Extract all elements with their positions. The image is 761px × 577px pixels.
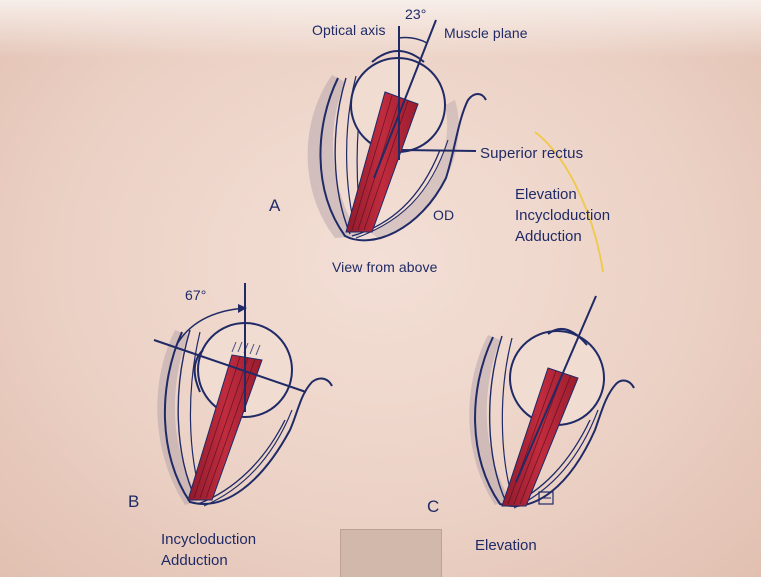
panel-c-letter: C: [427, 498, 439, 516]
superior-rectus-label: Superior rectus: [480, 146, 583, 162]
panel-a-angle-arc: [399, 38, 427, 43]
panel-a-action: Elevation: [515, 184, 610, 205]
panel-b-action: Incycloduction: [161, 529, 256, 550]
eye-label: OD: [433, 207, 454, 223]
panel-b-letter: B: [128, 493, 139, 511]
panel-b-illustration: [154, 283, 332, 506]
panel-c-illustration: [469, 296, 634, 508]
panel-a-action: Adduction: [515, 226, 610, 247]
panel-a-angle-label: 23°: [405, 6, 426, 22]
panel-a-actions: Elevation Incycloduction Adduction: [515, 184, 610, 247]
panel-a-illustration: [308, 20, 486, 240]
panel-a-letter: A: [269, 197, 280, 215]
panel-b-angle-label: 67°: [185, 287, 206, 303]
slide-mount-tab: [340, 529, 442, 577]
optical-axis-label: Optical axis: [312, 22, 386, 38]
panel-a-action: Incycloduction: [515, 205, 610, 226]
panel-b-actions: Incycloduction Adduction: [161, 529, 256, 571]
panel-a-superior-rectus-pointer: [402, 150, 476, 151]
panel-c-action: Elevation: [475, 535, 537, 556]
muscle-plane-label: Muscle plane: [444, 25, 528, 41]
panel-c-actions: Elevation: [475, 535, 537, 556]
panel-b-action: Adduction: [161, 550, 256, 571]
view-label: View from above: [332, 259, 438, 275]
